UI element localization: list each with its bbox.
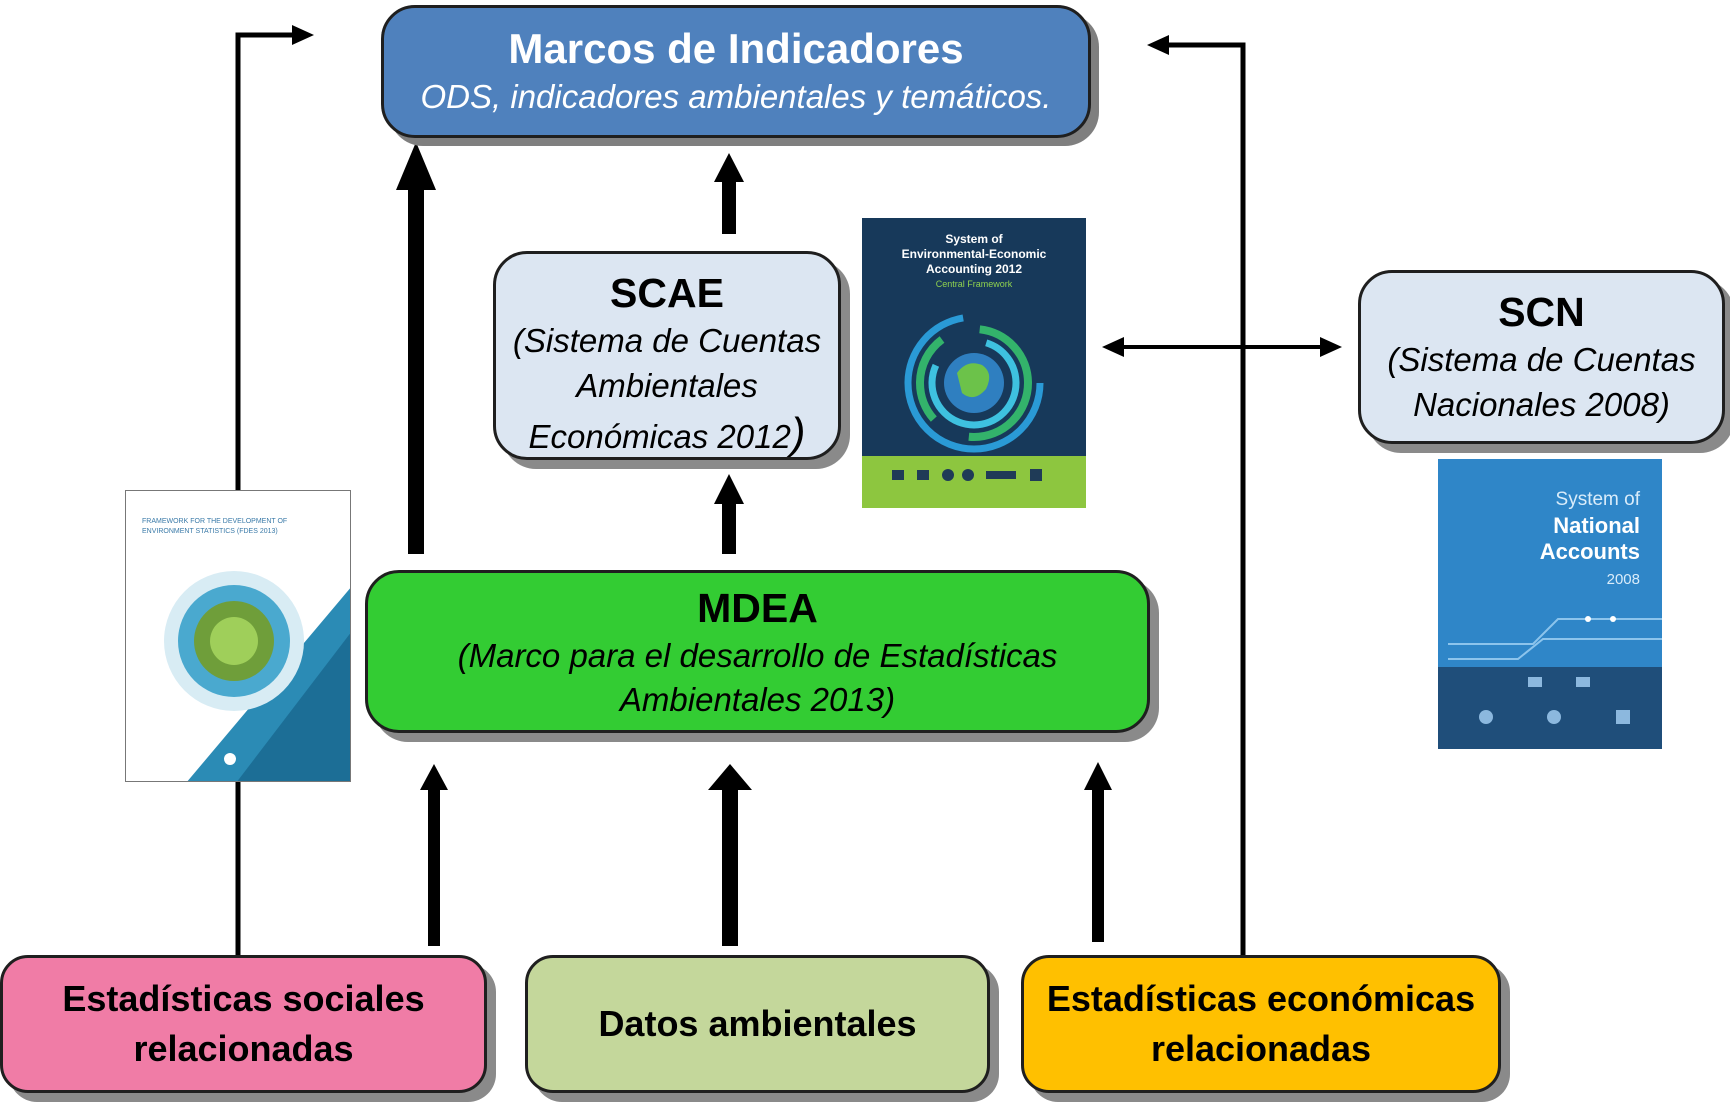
- mdea-line-2: Ambientales 2013): [619, 680, 896, 718]
- scae-to-marcos-arrow: [722, 180, 736, 234]
- seea-cover-line-4: Central Framework: [935, 279, 1013, 289]
- scn-box: SCN (Sistema de Cuentas Nacionales 2008): [1358, 270, 1725, 444]
- sociales-line-1: Estadísticas sociales: [62, 978, 425, 1019]
- datos-label: Datos ambientales: [598, 1003, 917, 1044]
- datos-ambientales-box: Datos ambientales: [525, 955, 990, 1093]
- seea-2012-cover: System of Environmental-Economic Account…: [862, 218, 1086, 508]
- scae-line-3-text: Económicas 2012: [528, 418, 791, 455]
- sna-cover-line-1: System of: [1555, 489, 1640, 510]
- seea-cover-footer: [862, 456, 1086, 508]
- seea-cover-line-1: System of: [945, 232, 1003, 246]
- arrowhead: [714, 153, 744, 182]
- marcos-title: Marcos de Indicadores: [508, 24, 964, 72]
- economicas-line-1: Estadísticas económicas: [1046, 978, 1476, 1019]
- seea-globe-graphic: [904, 313, 1044, 453]
- sna-cover-line-3: Accounts: [1539, 539, 1640, 564]
- arrowhead: [396, 142, 436, 190]
- scae-box: SCAE (Sistema de Cuentas Ambientales Eco…: [493, 251, 841, 460]
- arrowhead: [1102, 337, 1124, 357]
- seea-cover-line-3: Accounting 2012: [925, 262, 1023, 276]
- scae-line-1: (Sistema de Cuentas: [512, 322, 822, 359]
- mdea-box: MDEA (Marco para el desarrollo de Estadí…: [365, 570, 1150, 733]
- arrowhead: [292, 25, 314, 45]
- scn-line-1: (Sistema de Cuentas: [1387, 341, 1696, 378]
- scae-title: SCAE: [610, 270, 724, 316]
- arrowhead: [1147, 35, 1169, 55]
- economicas-to-marcos-arrow: [1166, 42, 1246, 955]
- fdes-cover-heading: FRAMEWORK FOR THE DEVELOPMENT OF ENVIRON…: [142, 518, 288, 535]
- fdes-2013-cover: FRAMEWORK FOR THE DEVELOPMENT OF ENVIRON…: [125, 490, 351, 782]
- marcos-indicadores-box: Marcos de Indicadores ODS, indicadores a…: [381, 5, 1091, 138]
- sna-partner-logos: [1479, 677, 1630, 724]
- sna-cover-line-2: National: [1553, 513, 1640, 538]
- fdes-cover-graphic: [164, 571, 350, 781]
- arrowhead: [708, 764, 752, 790]
- estadisticas-sociales-box: Estadísticas sociales relacionadas: [0, 955, 487, 1093]
- arrowhead: [420, 764, 448, 790]
- sna-line-graphic: [1448, 616, 1662, 660]
- arrowhead: [714, 474, 744, 504]
- seea-partner-logos: [892, 469, 1042, 481]
- arrowhead: [1320, 337, 1342, 357]
- seea-cover-line-2: Environmental-Economic: [901, 247, 1047, 261]
- mdea-title: MDEA: [697, 584, 818, 631]
- sna-2008-cover: System of National Accounts 2008: [1438, 459, 1662, 749]
- estadisticas-economicas-box: Estadísticas económicas relacionadas: [1021, 955, 1501, 1093]
- sna-cover-line-4: 2008: [1606, 571, 1640, 588]
- scn-title: SCN: [1498, 289, 1585, 335]
- sociales-to-mdea-arrow: [428, 788, 440, 946]
- mdea-to-marcos-arrow: [408, 188, 424, 554]
- scae-line-2: Ambientales: [576, 367, 758, 404]
- scae-line-3: Económicas 2012): [529, 408, 806, 463]
- sna-cover-footer: [1438, 667, 1662, 749]
- marcos-subtitle: ODS, indicadores ambientales y temáticos…: [420, 77, 1052, 115]
- arrowhead: [1084, 762, 1112, 790]
- scn-line-2: Nacionales 2008): [1413, 386, 1670, 423]
- datos-to-mdea-arrow: [722, 788, 738, 946]
- economicas-line-2: relacionadas: [1150, 1028, 1372, 1069]
- mdea-to-scae-arrow: [722, 502, 736, 554]
- economicas-to-mdea-arrow: [1092, 788, 1104, 942]
- mdea-line-1: (Marco para el desarrollo de Estadística…: [457, 636, 1058, 674]
- sociales-line-2: relacionadas: [133, 1028, 354, 1069]
- scae-close-paren: ): [790, 409, 806, 458]
